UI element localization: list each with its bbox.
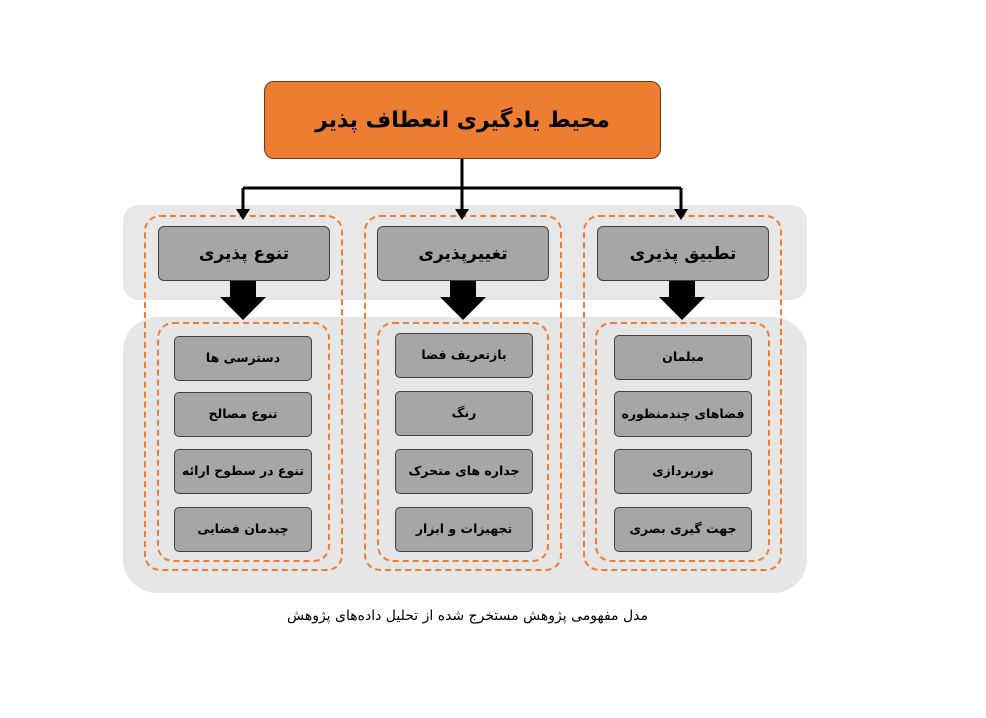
arrowhead-middle [455, 209, 469, 220]
item-spatial-arrangement: چیدمان فضایی [174, 507, 312, 552]
item-equipment-tools: تجهیزات و ابزار [395, 507, 533, 552]
arrowhead-left [236, 209, 250, 220]
item-multipurpose-spaces: فضاهای چندمنظوره [614, 391, 752, 437]
item-visual-orientation: جهت گیری بصری [614, 507, 752, 552]
category-changeability: تغییرپذیری [377, 226, 549, 281]
figure-caption: مدل مفهومی پژوهش مستخرج شده از تحلیل داد… [286, 608, 649, 624]
block-arrow-left [220, 281, 266, 320]
category-adaptability: تطبیق پذیری [597, 226, 769, 281]
item-accessibility: دسترسی ها [174, 336, 312, 381]
block-arrow-middle [440, 281, 486, 320]
item-movable-walls: جداره های متحرک [395, 449, 533, 494]
items-outline-diversity [157, 322, 330, 562]
item-material-diversity: تنوع مصالح [174, 392, 312, 437]
item-presentation-levels: تنوع در سطوح ارائه [174, 449, 312, 494]
root-node: محیط یادگیری انعطاف پذیر [264, 81, 661, 159]
items-outline-adaptability [595, 322, 770, 562]
item-space-redefinition: بازتعریف فضا [395, 333, 533, 378]
block-arrow-right [659, 281, 705, 320]
item-color: رنگ [395, 391, 533, 436]
item-lighting: نورپردازی [614, 449, 752, 494]
category-diversity: تنوع پذیری [158, 226, 330, 281]
item-furniture: مبلمان [614, 335, 752, 380]
items-outline-changeability [377, 322, 549, 562]
arrowhead-right [674, 209, 688, 220]
